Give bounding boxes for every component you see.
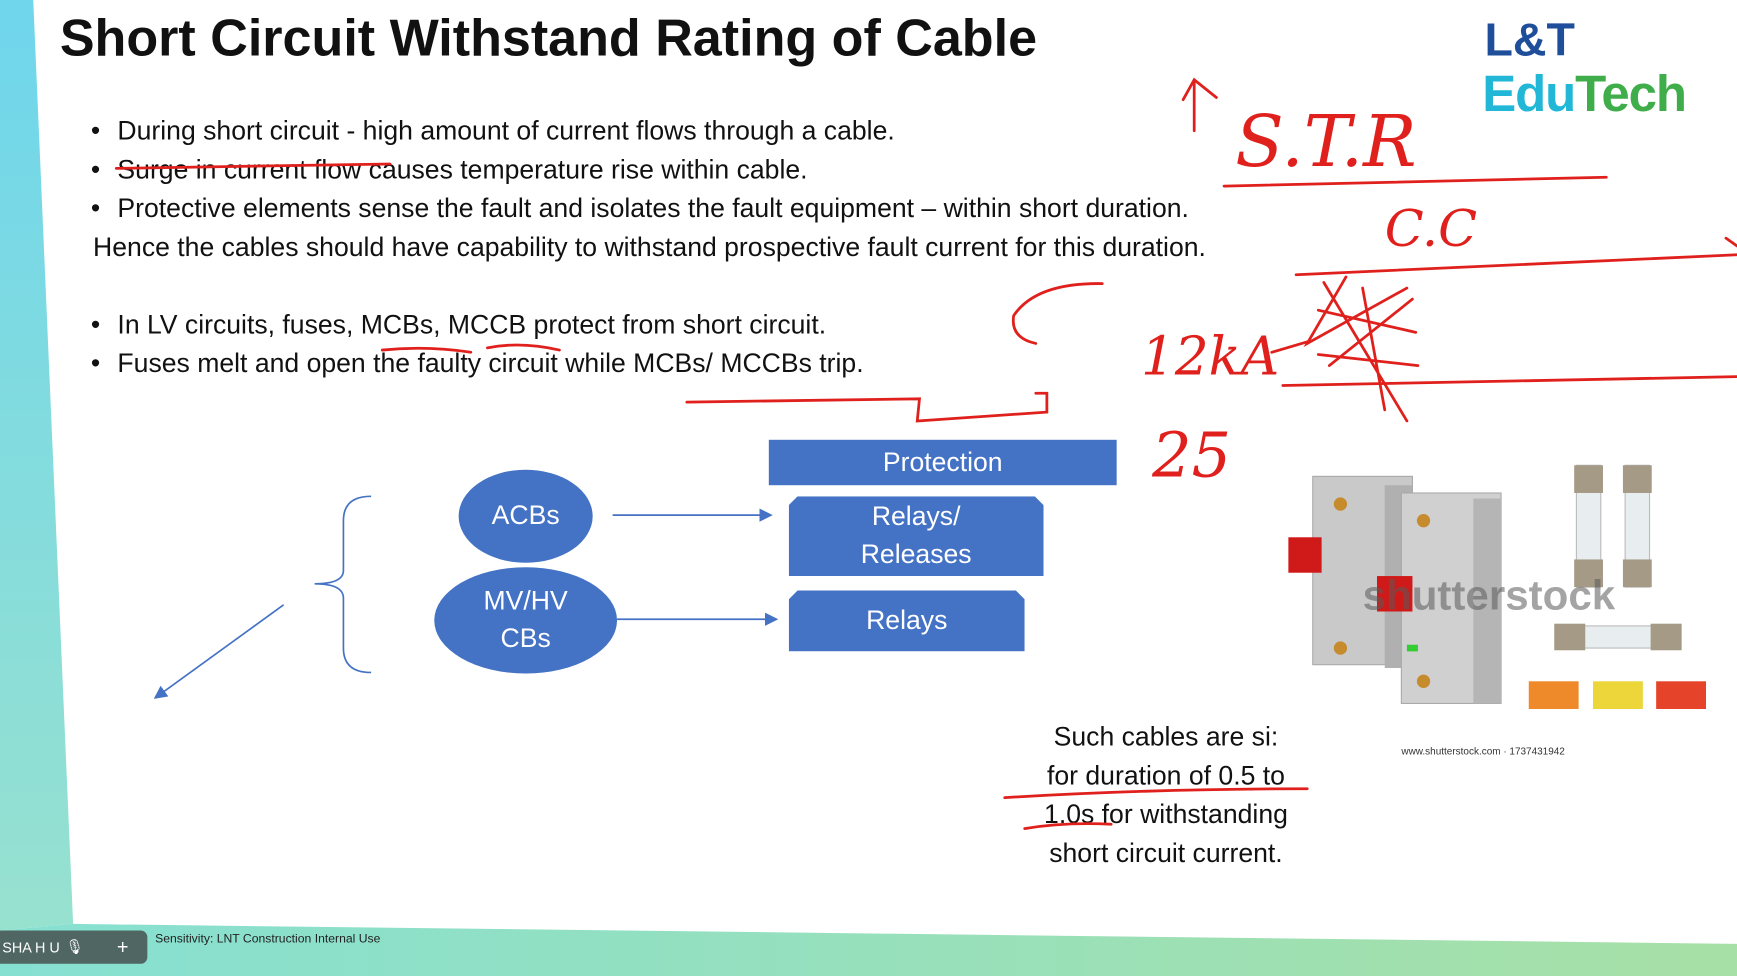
underline-mcbs — [380, 346, 473, 354]
struck-text: Surge in current flow — [117, 155, 362, 186]
underline-1s — [1023, 822, 1113, 831]
handwriting-cc: C.C — [1385, 200, 1477, 259]
handwriting-12ka: 12kA — [1141, 325, 1279, 387]
underline-str — [1222, 175, 1608, 188]
bullet-5: Fuses melt and open the faulty circuit w… — [91, 348, 864, 381]
protection-header: Protection — [768, 439, 1117, 486]
mcb-fuses-image: shutterstock — [1288, 464, 1707, 709]
strikethrough — [114, 162, 392, 170]
microphone-icon[interactable]: 🎙 — [65, 938, 84, 955]
logo-edutech: EduTech — [1482, 64, 1687, 122]
handwriting-c — [1011, 282, 1104, 345]
underline-duration — [1003, 787, 1309, 800]
bullet-4: In LV circuits, fuses, MCBs, MCCB protec… — [91, 309, 826, 342]
acbs-ellipse: ACBs — [458, 469, 593, 563]
slide-title: Short Circuit Withstand Rating of Cable — [59, 7, 1038, 67]
mcb-icon — [1288, 475, 1502, 705]
image-credit: www.shutterstock.com · 1737431942 — [1401, 745, 1565, 757]
underline-mccb — [486, 343, 561, 352]
relays-releases-box: Relays/Releases — [788, 496, 1044, 577]
sensitivity-label: Sensitivity: LNT Construction Internal U… — [155, 932, 381, 947]
handwriting-25: 25 — [1151, 418, 1231, 491]
paragraph-hence: Hence the cables should have capability … — [93, 232, 1206, 263]
handwriting-str: S.T.R — [1235, 100, 1416, 183]
plus-icon[interactable]: + — [116, 935, 129, 958]
logo-lt: L&T — [1484, 13, 1575, 66]
dash-arrow — [1270, 339, 1311, 354]
diagonal-arrow — [153, 604, 285, 699]
left-accent-strip — [0, 0, 74, 931]
scribble — [1303, 275, 1420, 423]
presenter-name: SHA H U — [2, 938, 60, 956]
underline-bracket — [685, 391, 1049, 423]
line-2 — [1281, 375, 1737, 387]
blade-fuse-icons — [1528, 681, 1707, 709]
up-arrow — [1181, 77, 1218, 133]
bottom-accent-band — [0, 923, 1737, 976]
watermark: shutterstock — [1363, 571, 1616, 618]
brace — [314, 495, 372, 674]
presenter-widget[interactable]: SHA H U 🎙 + — [0, 930, 148, 964]
bullet-1: During short circuit - high amount of cu… — [91, 115, 895, 148]
bullet-2: Surge in current flow causes temperature… — [91, 154, 808, 187]
glass-fuse-icons — [1554, 464, 1682, 651]
relays-box: Relays — [788, 590, 1025, 652]
note-text: Such cables are si: for duration of 0.5 … — [1044, 722, 1288, 869]
line-1 — [1294, 236, 1737, 277]
bullet-3: Protective elements sense the fault and … — [91, 193, 1189, 226]
